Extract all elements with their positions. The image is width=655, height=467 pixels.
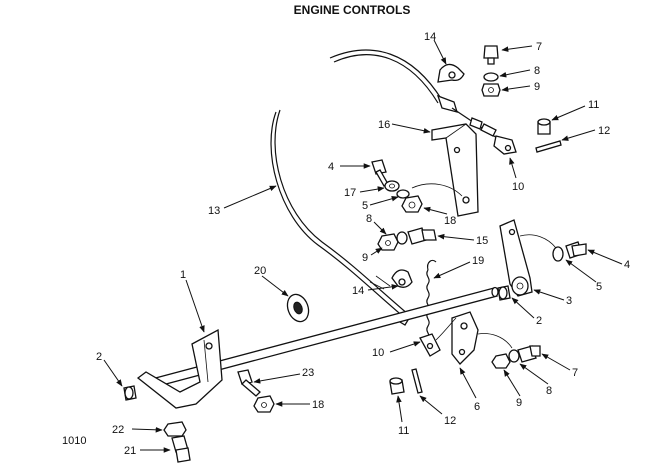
lock-washer-top	[483, 72, 499, 82]
nut-middle	[377, 233, 399, 251]
bolt-bracket	[371, 159, 389, 187]
nut-lower	[491, 353, 511, 369]
label-4-lever: 4	[624, 259, 630, 271]
leader-lines	[103, 39, 623, 453]
label-22: 22	[112, 424, 124, 436]
washer-bracket	[384, 180, 400, 192]
label-11-bottom: 11	[398, 425, 409, 437]
label-9-middle: 9	[362, 252, 368, 264]
label-14-middle: 14	[352, 285, 364, 297]
throttle-lever	[499, 219, 533, 297]
label-3: 3	[566, 295, 572, 307]
cable-clamp-top	[437, 63, 465, 83]
bolt-top	[483, 45, 499, 65]
label-14: 14	[424, 31, 436, 43]
figure-number: 1010	[62, 435, 86, 447]
bolt-middle	[407, 227, 437, 245]
label-20: 20	[254, 265, 266, 277]
nut-base	[163, 421, 187, 437]
label-23: 23	[302, 367, 314, 379]
bolt-pedal	[237, 369, 261, 397]
label-21: 21	[124, 445, 136, 457]
label-8-middle: 8	[366, 213, 372, 225]
clevis-bottom	[419, 333, 441, 357]
bolt-base	[171, 435, 191, 463]
lock-washer-lower	[508, 349, 520, 363]
label-16: 16	[378, 119, 390, 131]
label-17: 17	[344, 187, 356, 199]
cable-clamp-middle	[391, 269, 413, 288]
lock-washer-bracket	[396, 189, 410, 199]
label-10-bottom: 10	[372, 347, 384, 359]
label-13: 13	[208, 205, 220, 217]
nut-top	[481, 83, 501, 97]
clevis-pin-bottom	[389, 377, 405, 395]
bell-crank	[451, 311, 479, 365]
label-12: 12	[598, 125, 610, 137]
label-1: 1	[180, 269, 186, 281]
clevis-pin-top	[537, 118, 551, 135]
pedal-bracket	[136, 328, 223, 409]
label-18-pedal: 18	[312, 399, 324, 411]
label-11: 11	[588, 99, 599, 111]
label-7: 7	[536, 41, 542, 53]
return-spring	[426, 259, 437, 341]
label-5: 5	[362, 200, 368, 212]
nut-pedal	[253, 395, 275, 413]
lock-washer-middle	[396, 231, 408, 245]
label-2-right: 2	[536, 315, 542, 327]
nut-bracket	[401, 195, 423, 213]
label-2-left: 2	[96, 351, 102, 363]
bushing-right	[497, 285, 511, 301]
label-8-lower: 8	[546, 385, 552, 397]
grommet	[286, 293, 310, 323]
label-7-lower: 7	[572, 367, 578, 379]
label-19: 19	[472, 255, 484, 267]
label-9: 9	[534, 81, 540, 93]
diagram-title: ENGINE CONTROLS	[294, 3, 411, 17]
clevis-top	[493, 135, 517, 155]
cable-bracket	[431, 123, 479, 217]
bushing-left	[123, 385, 137, 401]
label-9-lower: 9	[516, 397, 522, 409]
label-5-lever: 5	[596, 281, 602, 293]
label-10: 10	[512, 181, 524, 193]
lock-washer-lever	[552, 246, 564, 262]
label-6: 6	[474, 401, 480, 413]
cotter-pin-top	[535, 140, 562, 153]
bolt-lower	[517, 345, 541, 363]
label-4: 4	[328, 161, 334, 173]
bolt-lever	[565, 241, 587, 259]
label-12-bottom: 12	[444, 415, 456, 427]
part-labels: 14 7 8 9 11 12 16 10 4 17 5 18 13 8 9 15…	[96, 31, 630, 457]
label-15: 15	[476, 235, 488, 247]
cotter-pin-bottom	[411, 368, 423, 394]
label-8: 8	[534, 65, 540, 77]
label-18: 18	[444, 215, 456, 227]
